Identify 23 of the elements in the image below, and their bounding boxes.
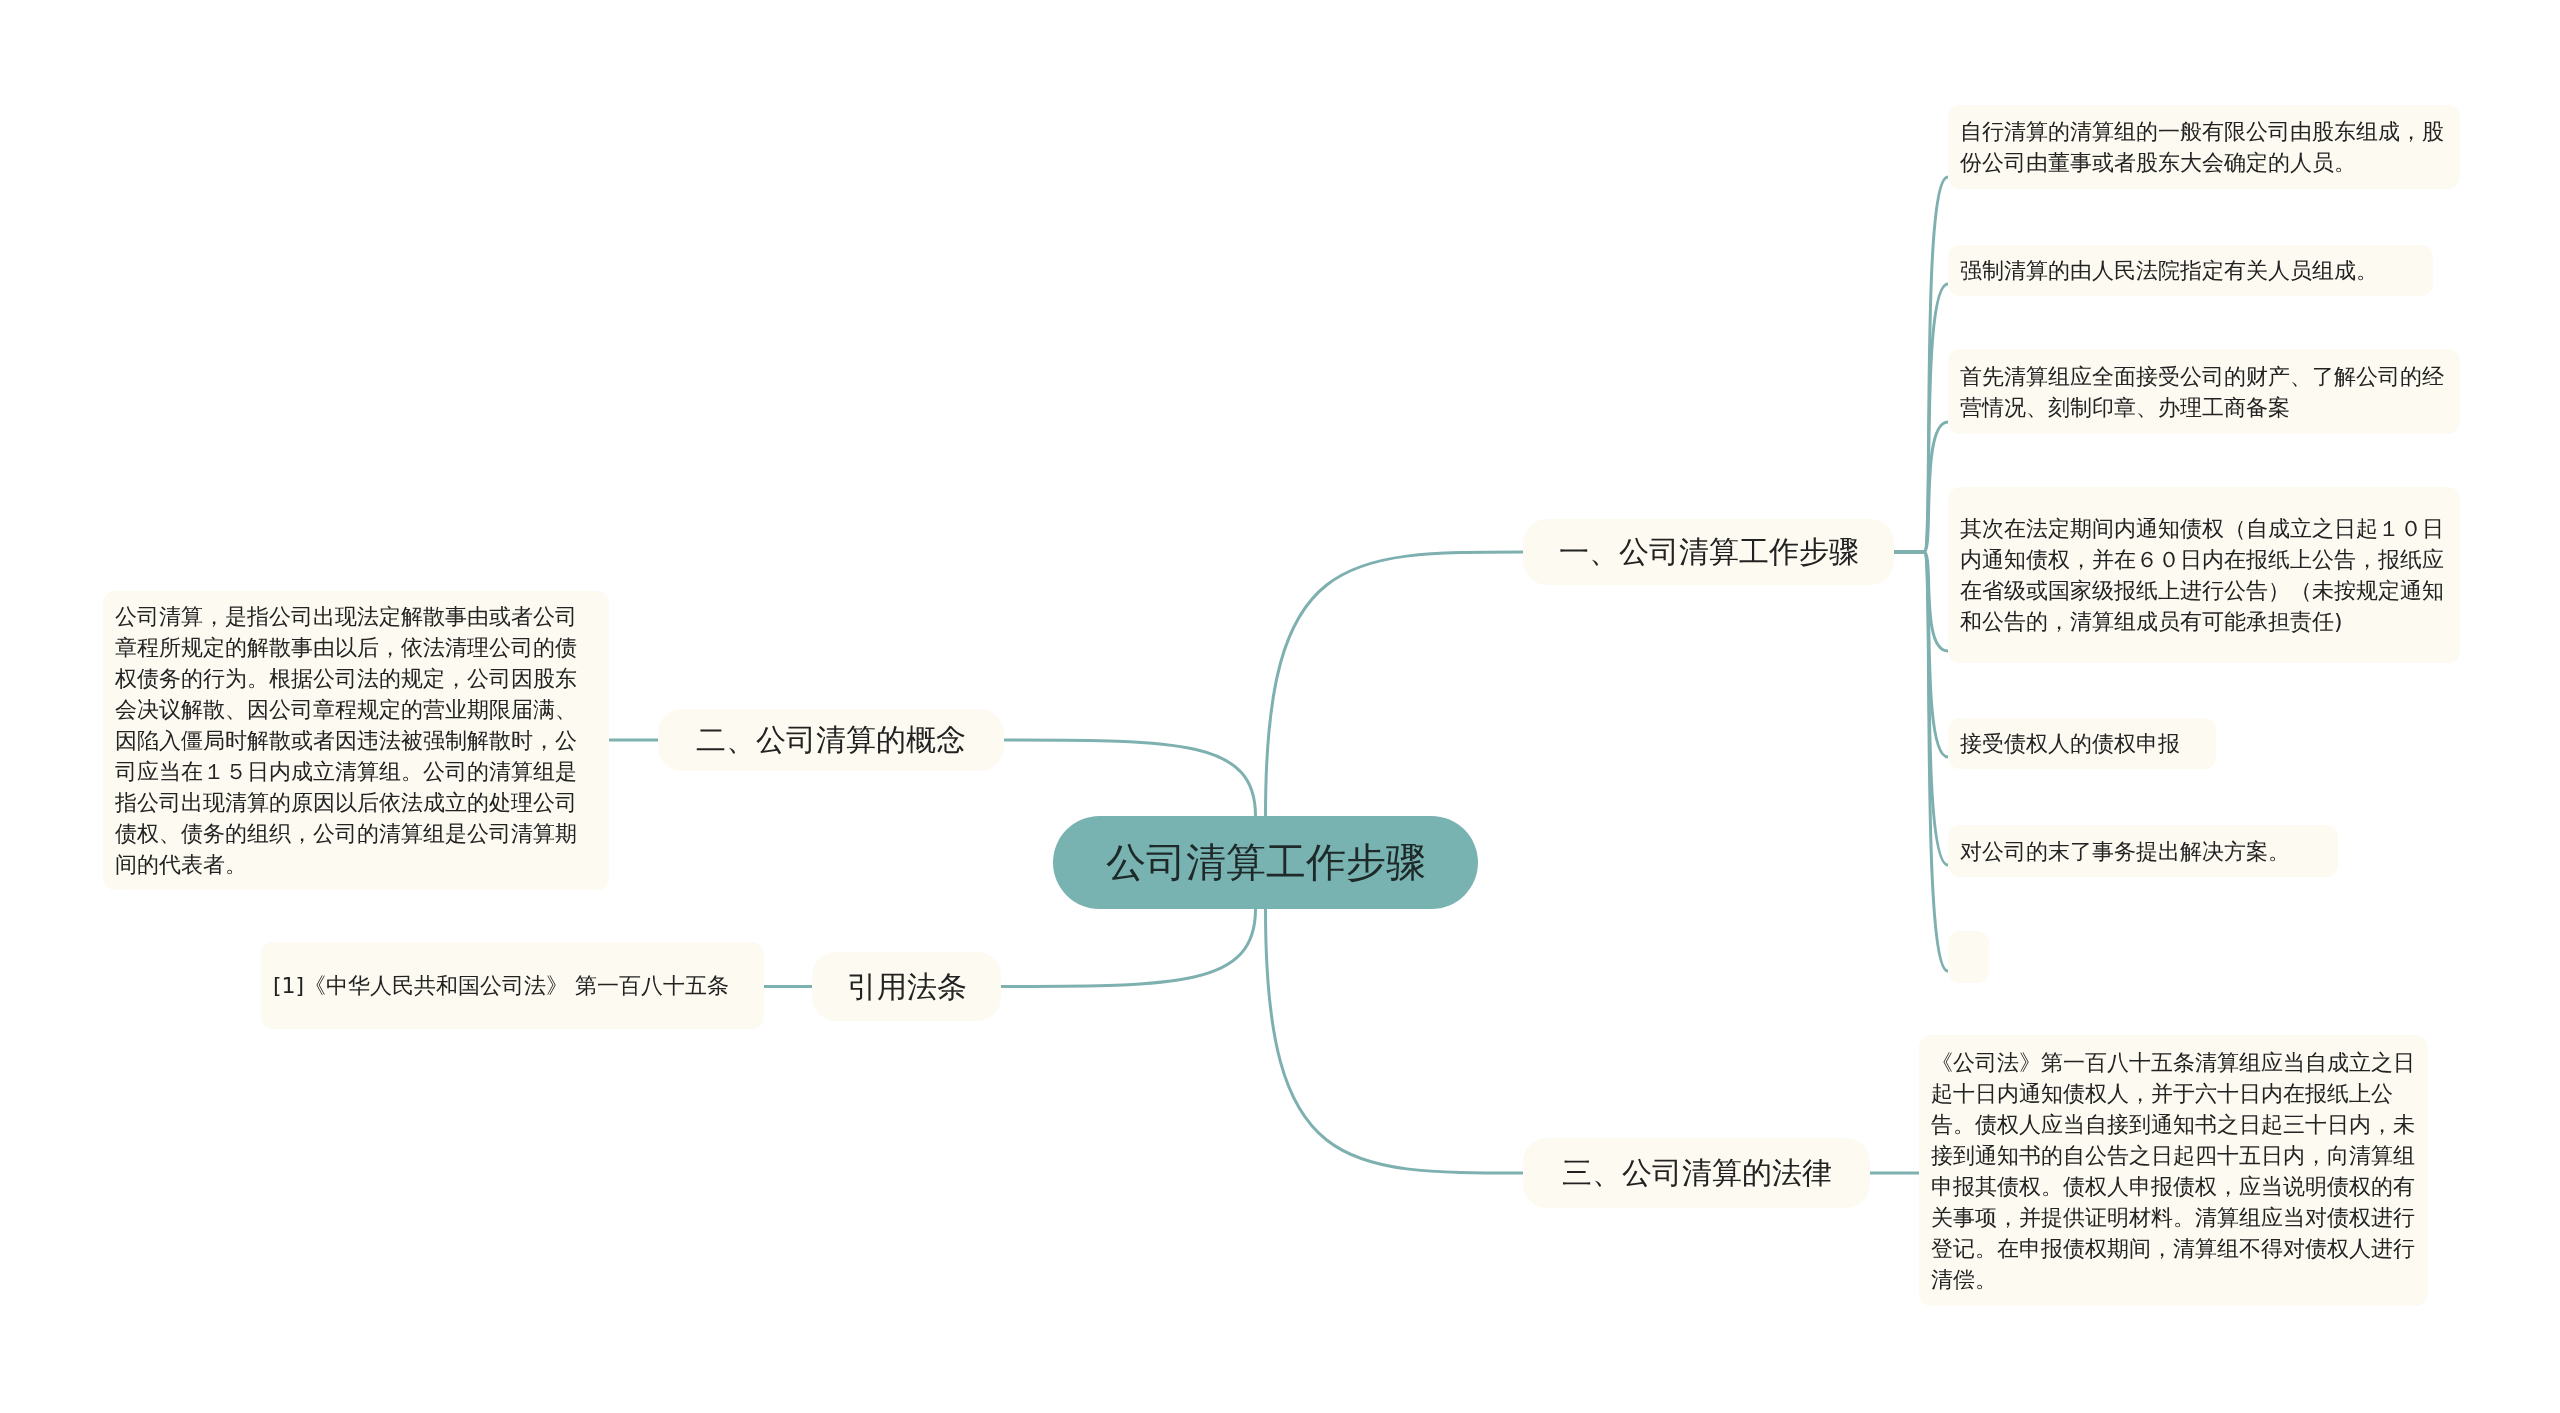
topic-box: 三、公司清算的法律 [1523, 1138, 1870, 1208]
topic-box: 二、公司清算的概念 [658, 709, 1004, 771]
note-box: 其次在法定期间内通知债权（自成立之日起１０日内通知债权，并在６０日内在报纸上公告，报纸应在省级或国家级报纸上进行公告）（未按规定通知和公告的，清算组成员有可能承担责任) [1948, 487, 2460, 663]
connector [1894, 550, 1950, 972]
note-box: 接受债权人的债权申报 [1948, 718, 2216, 769]
note-box: [1]《中华人民共和国公司法》 第一百八十五条 [261, 942, 764, 1029]
topic-box: 引用法条 [812, 952, 1001, 1021]
note-box: 《公司法》第一百八十五条清算组应当自成立之日起十日内通知债权人，并于六十日内在报纸上公告。债权人应当自接到通知书之日起三十日内，未接到通知书的自公告之日起四十五日内，向清算组申报其债权。债权人申报债权，应当说明债权的有关事项，并提供证明材料。清算组应当对债权进行登记。在申报债权期间，清算组不得对债权人进行清偿。 [1919, 1035, 2428, 1306]
connector [1264, 908, 1523, 1175]
note-box: 对公司的末了事务提出解决方案。 [1948, 825, 2338, 877]
topic-box: 一、公司清算工作步骤 [1523, 519, 1894, 585]
central-topic: 公司清算工作步骤 [1053, 816, 1478, 909]
note-box: 公司清算，是指公司出现法定解散事由或者公司章程所规定的解散事由以后，依法清理公司的债权债务的行为。根据公司法的规定，公司因股东会决议解散、因公司章程规定的营业期限届满、因陷入僵局时解散或者因违法被强制解散时，公司应当在１５日内成立清算组。公司的清算组是指公司出现清算的原因以后依法成立的处理公司债权、债务的组织，公司的清算组是公司清算期间的代表者。 [103, 591, 609, 890]
connector [764, 985, 812, 988]
note-box: 首先清算组应全面接受公司的财产、了解公司的经营情况、刻制印章、办理工商备案 [1948, 349, 2460, 434]
empty-box [1948, 931, 1989, 983]
connector [609, 738, 658, 742]
connector [1870, 1171, 1919, 1175]
connector [1264, 550, 1523, 817]
note-box: 强制清算的由人民法院指定有关人员组成。 [1948, 245, 2433, 296]
note-box: 自行清算的清算组的一般有限公司由股东组成，股份公司由董事或者股东大会确定的人员。 [1948, 105, 2460, 189]
connector [1001, 908, 1257, 988]
connector [1004, 738, 1257, 817]
